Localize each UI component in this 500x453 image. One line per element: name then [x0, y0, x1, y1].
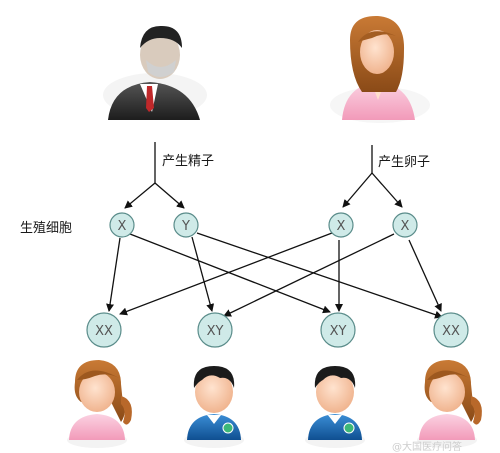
offspring-genotype: XY: [330, 324, 347, 339]
mother-icon: [330, 15, 430, 123]
offspring-node: XY: [320, 312, 356, 348]
gamete-node: X: [109, 212, 135, 238]
girl-icon: [67, 360, 132, 448]
gamete-label: X: [401, 219, 410, 234]
offspring-node: XX: [86, 312, 122, 348]
offspring-node: XY: [197, 312, 233, 348]
father-process-label: 产生精子: [162, 154, 215, 169]
gamete-node: X: [328, 212, 354, 238]
gamete-label: X: [337, 219, 346, 234]
gamete-node: Y: [173, 212, 199, 238]
girl-icon: [417, 360, 482, 448]
cross-arrows: [106, 232, 443, 319]
watermark: @大国医疗问答: [392, 442, 462, 453]
mother-process-label: 产生卵子: [378, 155, 431, 170]
germ-cells-label: 生殖细胞: [20, 221, 73, 236]
gamete-node: X: [392, 212, 418, 238]
gamete-label: X: [118, 219, 127, 234]
offspring-genotype: XX: [442, 324, 460, 339]
boy-icon: [305, 366, 365, 448]
gamete-label: Y: [181, 219, 190, 234]
parent-arrows: [124, 142, 403, 209]
father-icon: [103, 25, 207, 120]
offspring-genotype: XY: [207, 324, 224, 339]
boy-icon: [184, 366, 244, 448]
offspring-node: XX: [433, 312, 469, 348]
offspring-genotype: XX: [95, 324, 113, 339]
